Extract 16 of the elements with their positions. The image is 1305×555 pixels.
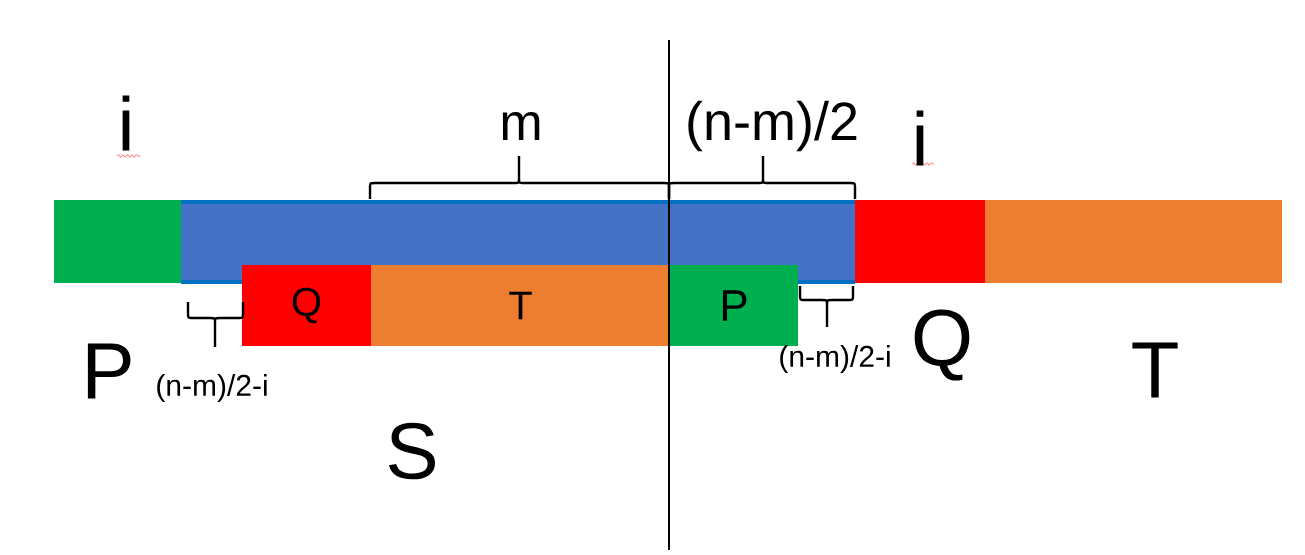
length-label: (n-m)/2	[688, 100, 857, 152]
length-label: m	[502, 112, 540, 140]
variable-label: i	[122, 95, 130, 151]
variable-label: i	[916, 110, 924, 166]
length-label: (n-m)/2-i	[157, 374, 267, 402]
segment-label: Q	[914, 309, 970, 381]
segment-label: T	[1132, 342, 1178, 398]
bar-segment	[855, 200, 985, 283]
bar-segment: T	[371, 265, 670, 346]
bar-segment: Q	[242, 265, 371, 346]
bar-segment	[985, 200, 1282, 283]
string-label: S	[388, 422, 435, 480]
bar-segment: P	[670, 265, 798, 346]
segment-label: P	[87, 343, 131, 399]
bar-segment	[54, 200, 181, 283]
length-label: (n-m)/2-i	[780, 345, 890, 373]
